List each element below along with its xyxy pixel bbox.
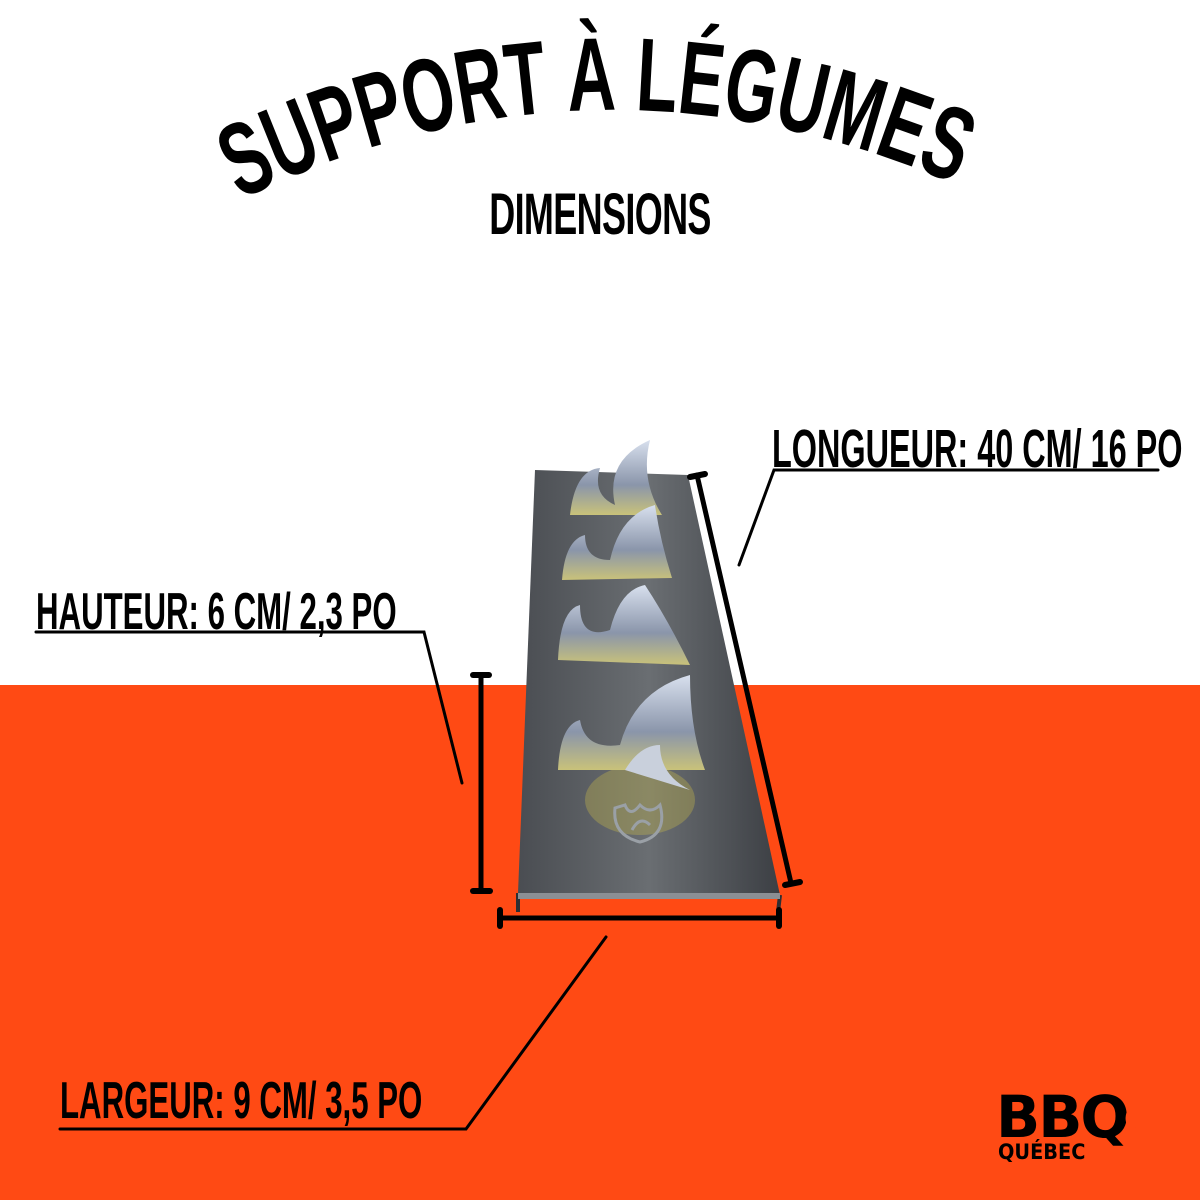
length-dimension-line — [687, 468, 1160, 888]
width-dimension-line — [58, 907, 782, 1131]
embossed-flame-logo — [613, 802, 664, 844]
brand-subtitle: QUÉBEC — [998, 1140, 1086, 1164]
flame-icon — [1125, 1104, 1139, 1129]
subtitle: DIMENSIONS — [489, 182, 711, 247]
rack-fins — [558, 440, 705, 790]
brand-logo: BBQ QUÉBEC — [996, 1088, 1166, 1174]
brand-name: BBQ — [996, 1083, 1130, 1151]
page-title: SUPPORT À LÉGUMES — [201, 17, 990, 221]
length-label: LONGUEUR: 40 CM/ 16 PO — [772, 419, 1183, 479]
width-label: LARGEUR: 9 CM/ 3,5 PO — [60, 1072, 423, 1130]
height-label: HAUTEUR: 6 CM/ 2,3 PO — [36, 583, 397, 641]
height-dimension-line — [34, 630, 493, 894]
